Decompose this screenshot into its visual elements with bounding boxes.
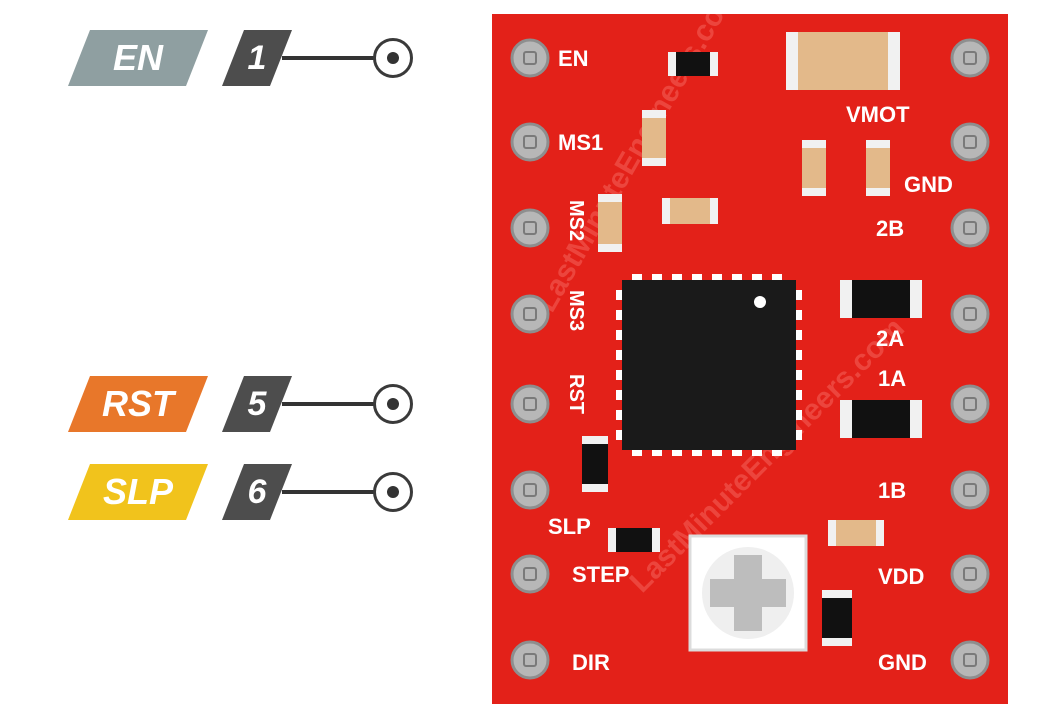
- sense-resistor-2a: [840, 280, 922, 318]
- pin-label-gnd-top: GND: [904, 172, 953, 197]
- pad-ms3: [510, 294, 550, 334]
- left-pad-holes: [523, 51, 537, 667]
- en-pin-label-tag: EN: [68, 30, 208, 86]
- pad-dir: [510, 640, 550, 680]
- smd-resistor-step: [608, 528, 660, 552]
- en-endpoint-icon: [373, 38, 413, 78]
- smd-resistor-left: [582, 436, 608, 492]
- pin-label-2b: 2B: [876, 216, 904, 241]
- pad-vdd: [950, 554, 990, 594]
- slp-leader-line: [282, 490, 374, 494]
- left-pads: [510, 38, 550, 680]
- slp-pin-label-tag: SLP: [68, 464, 208, 520]
- pad-2a: [950, 294, 990, 334]
- smd-resistor-top: [668, 52, 718, 76]
- pin-label-ms2: MS2: [565, 200, 587, 241]
- smd-capacitor-vdd: [828, 520, 884, 546]
- pin-label-vdd: VDD: [878, 564, 924, 589]
- smd-resistor-pot: [822, 590, 852, 646]
- pin-label-slp: SLP: [548, 514, 591, 539]
- en-leader-line: [282, 56, 374, 60]
- pad-step: [510, 554, 550, 594]
- pin-label-gnd-bottom: GND: [878, 650, 927, 675]
- pad-rst: [510, 384, 550, 424]
- pin-label-en: EN: [558, 46, 589, 71]
- pad-en: [510, 38, 550, 78]
- pin-label-ms1: MS1: [558, 130, 603, 155]
- smd-capacitor-vmot-1: [802, 140, 826, 196]
- rst-endpoint-icon: [373, 384, 413, 424]
- pin-label-step: STEP: [572, 562, 629, 587]
- pin-label-ms3: MS3: [565, 290, 587, 331]
- potentiometer-icon: [688, 534, 808, 652]
- pad-vmot: [950, 38, 990, 78]
- pad-gnd-bottom: [950, 640, 990, 680]
- pad-gnd-top: [950, 122, 990, 162]
- electrolytic-capacitor: [786, 32, 900, 90]
- smd-capacitor-mid: [662, 198, 718, 224]
- smd-capacitor-ms2: [598, 194, 622, 252]
- pad-ms1: [510, 122, 550, 162]
- right-pad-holes: [963, 51, 977, 667]
- pin-label-dir: DIR: [572, 650, 610, 675]
- rst-leader-line: [282, 402, 374, 406]
- pad-ms2: [510, 208, 550, 248]
- pin-label-rst: RST: [565, 374, 587, 414]
- pin-label-2a: 2A: [876, 326, 904, 351]
- driver-chip: [616, 274, 802, 456]
- callout-panel: EN 1 RST 5 SLP 6: [0, 0, 480, 727]
- smd-capacitor-ms1: [642, 110, 666, 166]
- slp-endpoint-icon: [373, 472, 413, 512]
- smd-capacitor-vmot-2: [866, 140, 890, 196]
- pad-2b: [950, 208, 990, 248]
- pin-label-1a: 1A: [878, 366, 906, 391]
- pad-1b: [950, 470, 990, 510]
- pad-1a: [950, 384, 990, 424]
- pad-slp: [510, 470, 550, 510]
- rst-pin-label-tag: RST: [68, 376, 208, 432]
- pin-label-1b: 1B: [878, 478, 906, 503]
- sense-resistor-1a: [840, 400, 922, 438]
- right-pads: [950, 38, 990, 680]
- driver-board: LastMinuteEngineers.com LastMinuteEngine…: [492, 14, 1008, 704]
- pin-label-vmot: VMOT: [846, 102, 910, 127]
